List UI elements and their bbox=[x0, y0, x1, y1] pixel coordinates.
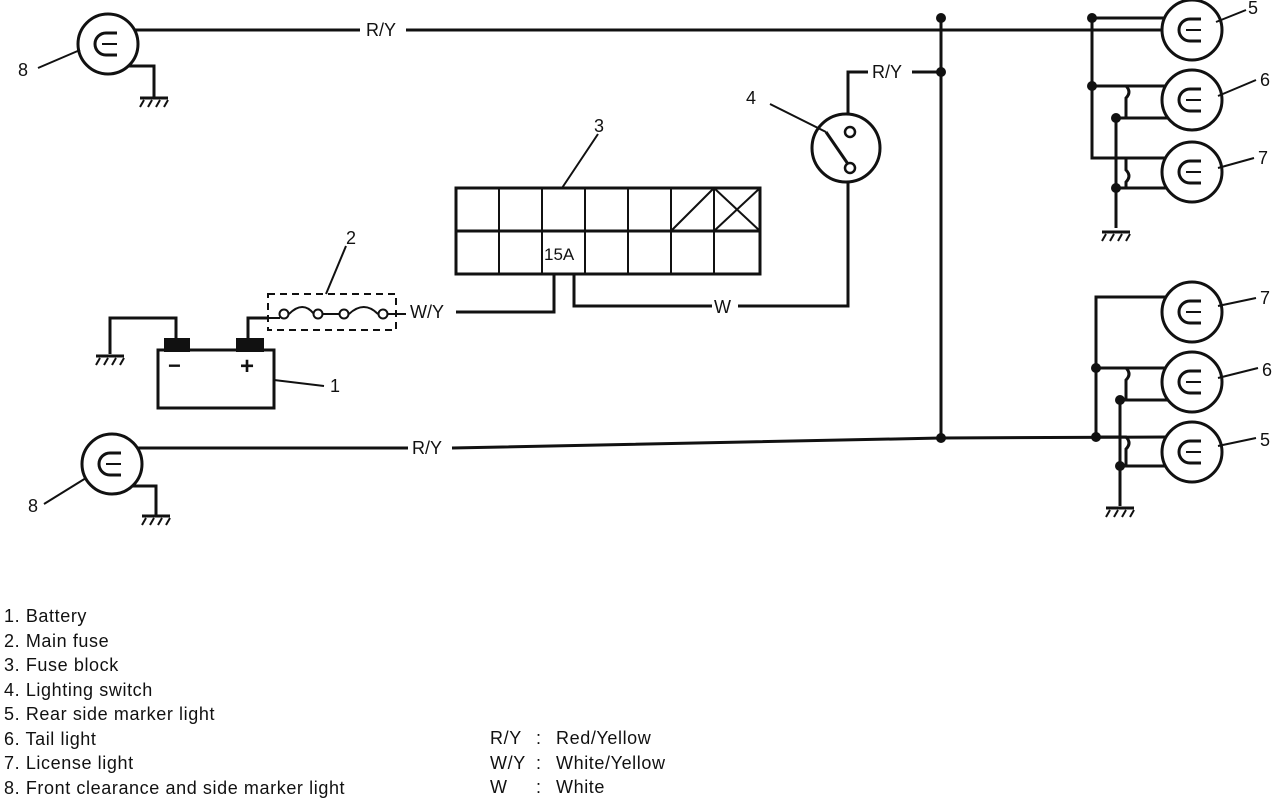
wire-white-tail bbox=[574, 274, 712, 306]
wire-code-separator: : bbox=[536, 751, 556, 776]
callout-5-top: 5 bbox=[1248, 0, 1258, 18]
callout-8-top: 8 bbox=[18, 60, 28, 80]
legend-item: 5. Rear side marker light bbox=[4, 702, 345, 727]
callout-6-bottom: 6 bbox=[1262, 360, 1272, 380]
wire-code: W/Y bbox=[490, 751, 536, 776]
front-light-top bbox=[78, 14, 168, 107]
legend-item: 2. Main fuse bbox=[4, 629, 345, 654]
fuse-block bbox=[456, 188, 760, 274]
wire-label-white: W bbox=[714, 297, 731, 317]
wire-code-meaning: White/Yellow bbox=[556, 751, 666, 776]
callout-6-top: 6 bbox=[1260, 70, 1270, 90]
rear-lamp-7-bottom bbox=[1162, 282, 1222, 342]
callout-5-bottom: 5 bbox=[1260, 430, 1270, 450]
callout-1: 1 bbox=[330, 376, 340, 396]
callout-3: 3 bbox=[594, 116, 604, 136]
wire-label-bottom: R/Y bbox=[412, 438, 442, 458]
main-fuse bbox=[268, 294, 406, 330]
legend-item: 6. Tail light bbox=[4, 727, 345, 752]
battery-minus-sign: − bbox=[168, 353, 181, 378]
rear-lamp-6-bottom bbox=[1162, 352, 1222, 412]
rear-lamps-top bbox=[1092, 18, 1180, 228]
legend-item: 7. License light bbox=[4, 751, 345, 776]
wire-code-separator: : bbox=[536, 726, 556, 751]
callout-2: 2 bbox=[346, 228, 356, 248]
wiring-diagram: 15A bbox=[0, 0, 1280, 560]
wire-code: W bbox=[490, 775, 536, 800]
wire-label-switch: R/Y bbox=[872, 62, 902, 82]
component-legend: 1. Battery 2. Main fuse 3. Fuse block 4.… bbox=[4, 604, 345, 800]
fuse-rating: 15A bbox=[544, 245, 575, 264]
rear-lamp-6-top bbox=[1162, 70, 1222, 130]
wire-code-meaning: Red/Yellow bbox=[556, 726, 651, 751]
lighting-switch bbox=[812, 114, 880, 182]
wire-bottom-ry bbox=[108, 437, 1168, 448]
legend-item: 8. Front clearance and side marker light bbox=[4, 776, 345, 800]
wire-code-separator: : bbox=[536, 775, 556, 800]
rear-lamp-5-bottom bbox=[1162, 422, 1222, 482]
legend-item: 1. Battery bbox=[4, 604, 345, 629]
callout-7-top: 7 bbox=[1258, 148, 1268, 168]
legend-item: 3. Fuse block bbox=[4, 653, 345, 678]
wire-code-row: W : White bbox=[490, 775, 666, 800]
wire-label-fuse-out: W/Y bbox=[410, 302, 444, 322]
rear-lamp-5-top bbox=[1162, 0, 1222, 60]
wire-code-row: W/Y : White/Yellow bbox=[490, 751, 666, 776]
legend-item: 4. Lighting switch bbox=[4, 678, 345, 703]
callout-8-bottom: 8 bbox=[28, 496, 38, 516]
wire-label-top: R/Y bbox=[366, 20, 396, 40]
rear-ground-bottom bbox=[1106, 508, 1134, 517]
wire-code-meaning: White bbox=[556, 775, 605, 800]
wire-wy bbox=[456, 274, 554, 312]
wire-code: R/Y bbox=[490, 726, 536, 751]
wire-color-codes: R/Y : Red/Yellow W/Y : White/Yellow W : … bbox=[490, 726, 666, 800]
callout-4: 4 bbox=[746, 88, 756, 108]
rear-ground-top bbox=[1102, 232, 1130, 241]
callout-7-bottom: 7 bbox=[1260, 288, 1270, 308]
battery-plus-sign: + bbox=[240, 353, 254, 380]
wire-code-row: R/Y : Red/Yellow bbox=[490, 726, 666, 751]
rear-lamp-7-top bbox=[1162, 142, 1222, 202]
